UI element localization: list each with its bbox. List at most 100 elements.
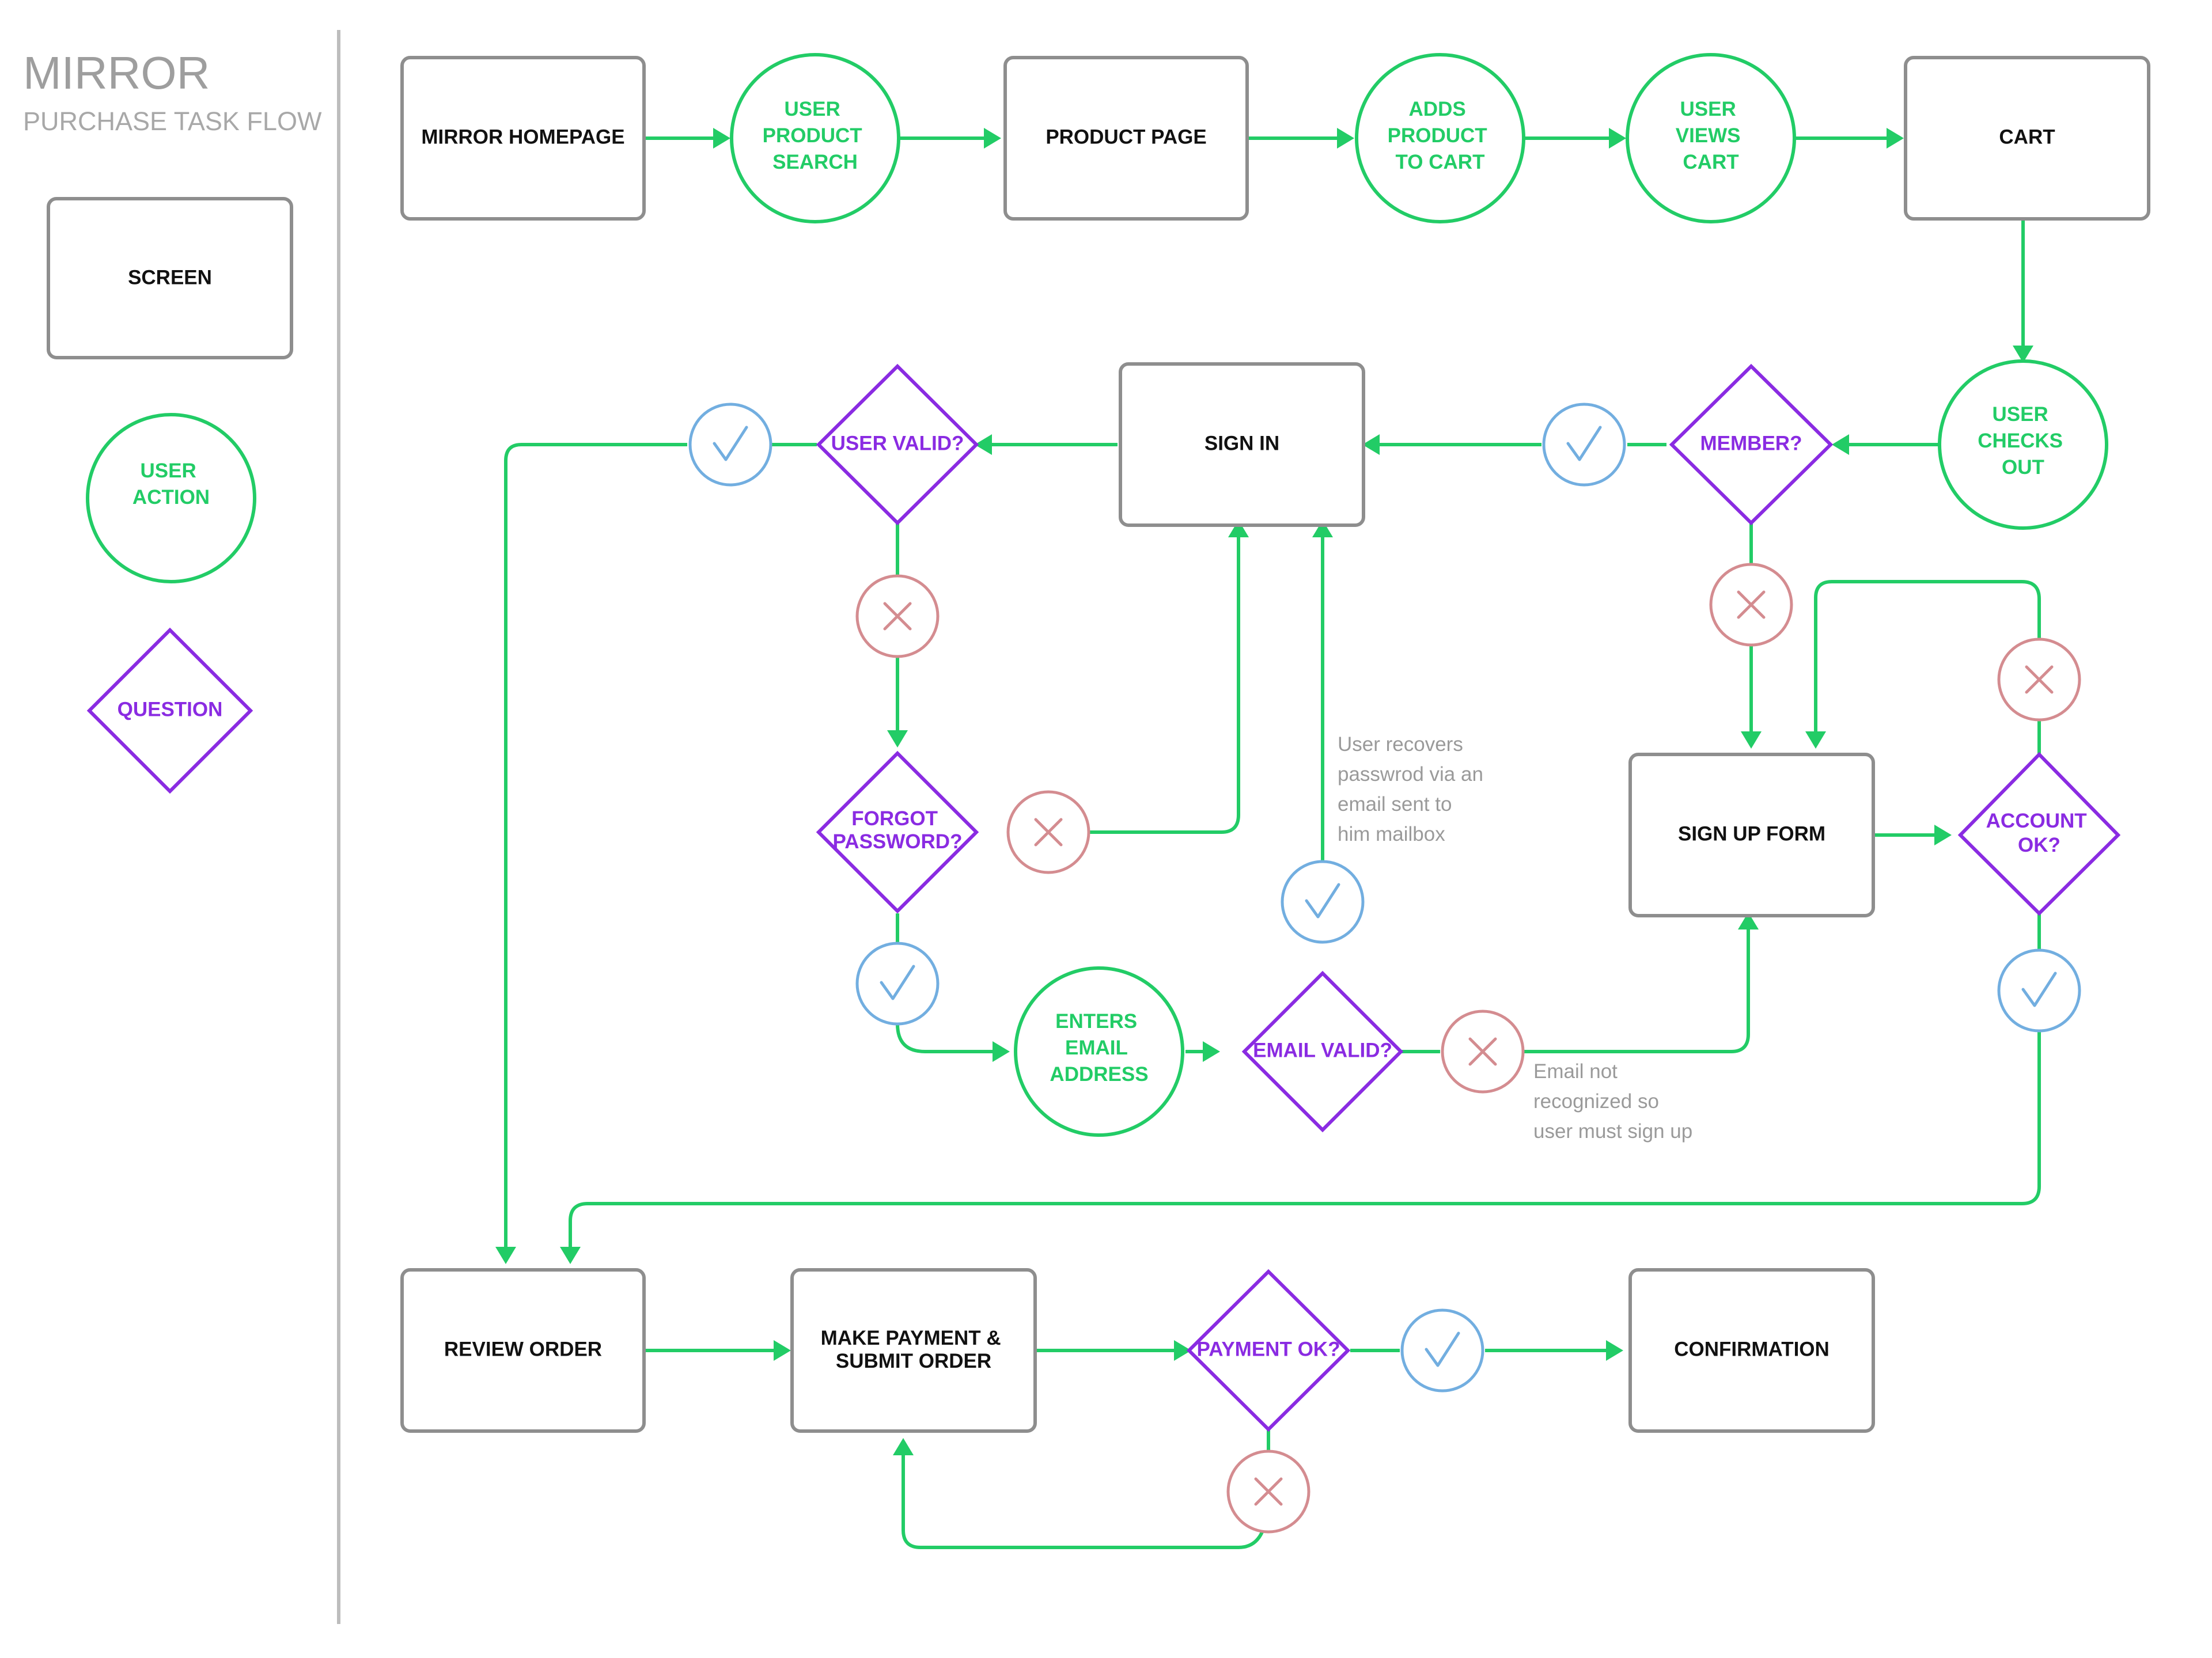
action-enters-email-line-3: ADDRESS xyxy=(1050,1063,1148,1086)
cross-icon xyxy=(1737,590,1766,619)
svg-text:FORGOT PASSWORD?: FORGOT PASSWORD? xyxy=(833,807,963,853)
no-marker-email-valid xyxy=(1441,1010,1525,1094)
question-forgot-password-line-2: PASSWORD? xyxy=(833,830,963,853)
question-account-ok: ACCOUNT OK? xyxy=(1957,752,2121,916)
legend-user-action: USER ACTION xyxy=(86,413,256,583)
check-icon xyxy=(1305,883,1340,919)
question-account-ok-line-1: ACCOUNT xyxy=(1986,810,2087,832)
note-password-recovery-line-3: email sent to xyxy=(1338,793,1452,815)
no-marker-forgot-password xyxy=(1006,790,1090,874)
action-product-search-line-1: USER xyxy=(785,98,840,120)
action-checks-out-line-2: CHECKS xyxy=(1978,430,2063,452)
screen-make-payment: MAKE PAYMENT & SUBMIT ORDER xyxy=(790,1268,1037,1433)
question-forgot-password: FORGOT PASSWORD? xyxy=(816,750,979,914)
legend-screen: SCREEN xyxy=(47,197,293,359)
action-user-checks-out: USER CHECKS OUT xyxy=(1938,359,2108,530)
action-enters-email-address: ENTERS EMAIL ADDRESS xyxy=(1014,966,1184,1137)
svg-text:ENTERS EMAIL ADDRE: ENTERS EMAIL ADDRESS xyxy=(1050,1010,1148,1086)
action-enters-email-line-1: ENTERS xyxy=(1055,1010,1137,1033)
action-user-views-cart: USER VIEWS CART xyxy=(1626,53,1796,223)
action-adds-to-cart-line-1: ADDS xyxy=(1409,98,1466,120)
legend-question: QUESTION xyxy=(86,627,253,794)
check-icon xyxy=(1566,426,1602,461)
question-account-ok-line-2: OK? xyxy=(2018,834,2061,856)
note-password-recovery: User recovers passwrod via an email sent… xyxy=(1338,733,1489,845)
screen-review-order: REVIEW ORDER xyxy=(400,1268,646,1433)
question-email-valid-label: EMAIL VALID? xyxy=(1253,1039,1392,1061)
action-product-search-line-3: SEARCH xyxy=(772,151,858,173)
no-marker-account-ok xyxy=(1997,638,2081,722)
screen-mirror-homepage: MIRROR HOMEPAGE xyxy=(400,56,646,221)
legend-action-line-2: ACTION xyxy=(132,486,210,509)
check-icon xyxy=(880,965,915,1000)
legend-action-line-1: USER xyxy=(141,460,196,482)
no-marker-member xyxy=(1709,563,1793,647)
action-checks-out-line-3: OUT xyxy=(2002,456,2044,479)
screen-mirror-homepage-label: MIRROR HOMEPAGE xyxy=(421,126,624,148)
action-views-cart-line-3: CART xyxy=(1683,151,1738,173)
screen-confirmation-label: CONFIRMATION xyxy=(1674,1338,1830,1360)
cross-icon xyxy=(1254,1477,1283,1506)
screen-review-order-label: REVIEW ORDER xyxy=(444,1338,602,1360)
diagram-title: MIRROR xyxy=(23,47,210,98)
action-adds-product-to-cart: ADDS PRODUCT TO CART xyxy=(1355,53,1525,223)
yes-marker-forgot-password xyxy=(855,942,940,1026)
action-checks-out-line-1: USER xyxy=(1993,403,2048,426)
svg-text:USER CHECKS OUT: USER CHECKS OUT xyxy=(1978,403,2069,479)
yes-marker-user-valid xyxy=(688,403,772,487)
question-member: MEMBER? xyxy=(1669,363,1834,526)
screen-product-page-label: PRODUCT PAGE xyxy=(1046,126,1206,148)
note-password-recovery-line-4: him mailbox xyxy=(1338,823,1445,845)
cross-icon xyxy=(1034,818,1063,847)
action-user-product-search: USER PRODUCT SEARCH xyxy=(730,53,900,223)
question-payment-ok: PAYMENT OK? xyxy=(1186,1269,1351,1432)
cross-icon xyxy=(1468,1037,1497,1066)
yes-marker-account-ok xyxy=(1997,948,2081,1033)
screen-cart-label: CART xyxy=(1999,126,2055,148)
svg-text:ACCOUNT OK?: ACCOUNT OK? xyxy=(1986,810,2093,856)
action-adds-to-cart-line-2: PRODUCT xyxy=(1388,124,1487,147)
question-email-valid: EMAIL VALID? xyxy=(1241,970,1404,1133)
note-email-not-recognized: Email not recognized so user must sign u… xyxy=(1533,1060,1692,1143)
screen-sign-in: SIGN IN xyxy=(1119,362,1365,527)
screen-sign-in-label: SIGN IN xyxy=(1205,432,1279,454)
yes-marker-member xyxy=(1542,403,1626,487)
action-adds-to-cart-line-3: TO CART xyxy=(1396,151,1485,173)
screen-sign-up-form: SIGN UP FORM xyxy=(1628,753,1875,917)
screen-cart: CART xyxy=(1904,56,2150,221)
check-icon xyxy=(2021,972,2057,1007)
question-member-label: MEMBER? xyxy=(1700,432,1802,454)
legend-screen-label: SCREEN xyxy=(128,266,212,289)
check-icon xyxy=(713,426,748,461)
svg-text:MAKE PAYMENT & SUBMIT OR: MAKE PAYMENT & SUBMIT ORDER xyxy=(821,1327,1007,1372)
check-icon xyxy=(1425,1331,1460,1367)
svg-text:USER ACTION: USER ACTION xyxy=(132,460,210,509)
svg-text:USER PRODUCT SEARC: USER PRODUCT SEARCH xyxy=(763,98,868,173)
diagram-subtitle: PURCHASE TASK FLOW xyxy=(23,107,322,136)
screen-make-payment-line-1: MAKE PAYMENT & xyxy=(821,1327,1001,1349)
action-views-cart-line-2: VIEWS xyxy=(1676,124,1741,147)
screen-product-page: PRODUCT PAGE xyxy=(1003,56,1249,221)
legend-question-label: QUESTION xyxy=(118,698,223,720)
note-password-recovery-line-2: passwrod via an xyxy=(1338,763,1483,786)
screen-confirmation: CONFIRMATION xyxy=(1628,1268,1875,1433)
action-product-search-line-2: PRODUCT xyxy=(763,124,862,147)
yes-marker-payment-ok xyxy=(1400,1308,1484,1393)
question-user-valid-label: USER VALID? xyxy=(831,432,964,454)
note-email-not-recognized-line-3: user must sign up xyxy=(1533,1120,1692,1143)
question-user-valid: USER VALID? xyxy=(816,363,979,526)
note-password-recovery-line-1: User recovers xyxy=(1338,733,1463,756)
flow-connectors xyxy=(495,128,2041,1549)
yes-marker-email-valid xyxy=(1281,860,1365,944)
question-payment-ok-label: PAYMENT OK? xyxy=(1197,1338,1340,1360)
svg-text:USER VIEWS CART: USER VIEWS CART xyxy=(1676,98,1747,173)
note-email-not-recognized-line-1: Email not xyxy=(1533,1060,1618,1083)
no-marker-payment-ok xyxy=(1226,1450,1310,1534)
svg-text:ADDS PRODUCT TO CA: ADDS PRODUCT TO CART xyxy=(1388,98,1493,173)
cross-icon xyxy=(2025,665,2054,694)
note-email-not-recognized-line-2: recognized so xyxy=(1533,1090,1659,1113)
cross-icon xyxy=(883,602,912,631)
action-enters-email-line-2: EMAIL xyxy=(1065,1037,1128,1059)
no-marker-user-valid xyxy=(855,574,940,658)
